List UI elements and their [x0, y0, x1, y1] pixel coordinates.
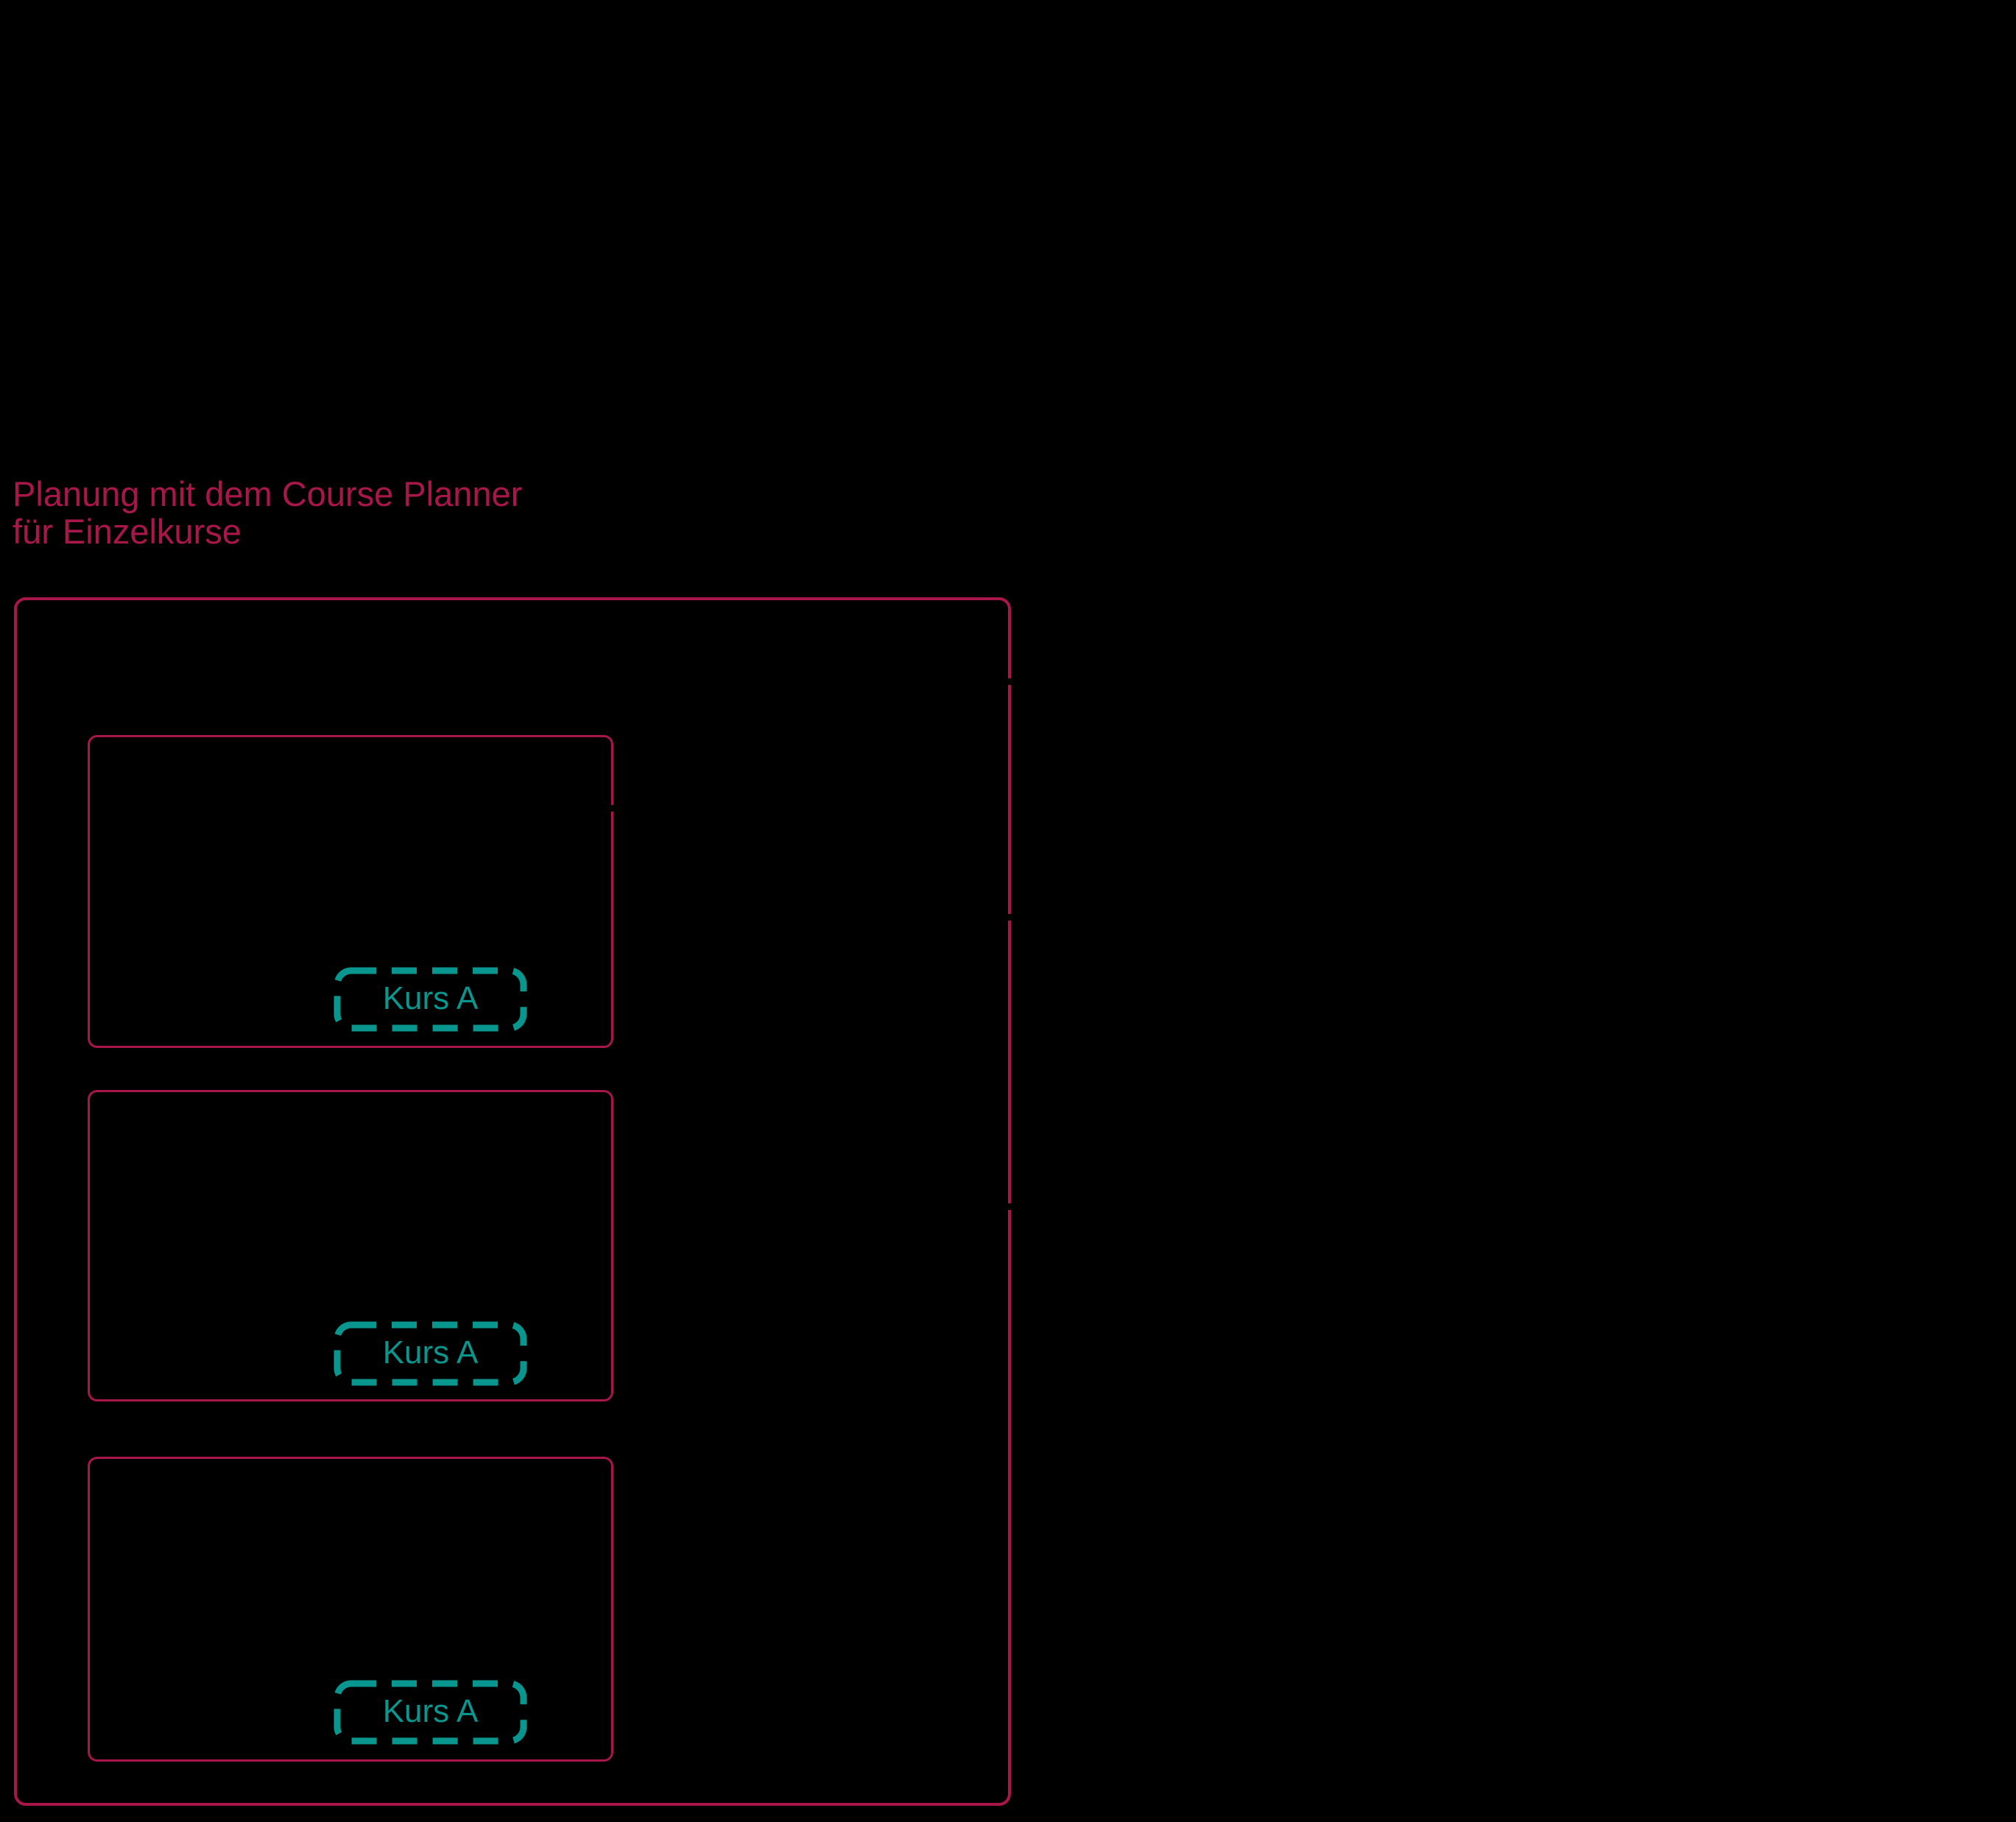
slide-title-line-2: für Einzelkurse [13, 512, 242, 551]
slide-title: Planung mit dem Course Planner für Einze… [13, 475, 522, 550]
border-seam [1005, 914, 1012, 921]
border-seam [1005, 678, 1012, 685]
course-chip-3: Kurs A [334, 1680, 527, 1745]
course-slot-2 [88, 1090, 613, 1401]
slide-title-line-1: Planung mit dem Course Planner [13, 474, 523, 513]
course-chip-label: Kurs A [382, 1693, 479, 1729]
course-chip-1: Kurs A [334, 967, 527, 1032]
course-planner-frame [14, 597, 1011, 1806]
course-chip-label: Kurs A [382, 980, 479, 1016]
dashed-border-graphic [334, 1321, 527, 1386]
course-slot-3 [88, 1457, 613, 1762]
border-seam [1005, 1203, 1012, 1210]
border-seam [608, 805, 616, 812]
dashed-border-graphic [334, 1680, 527, 1745]
course-chip-label: Kurs A [382, 1334, 479, 1371]
course-chip-2: Kurs A [334, 1321, 527, 1386]
dashed-border-graphic [334, 967, 527, 1032]
course-slot-1 [88, 735, 613, 1048]
